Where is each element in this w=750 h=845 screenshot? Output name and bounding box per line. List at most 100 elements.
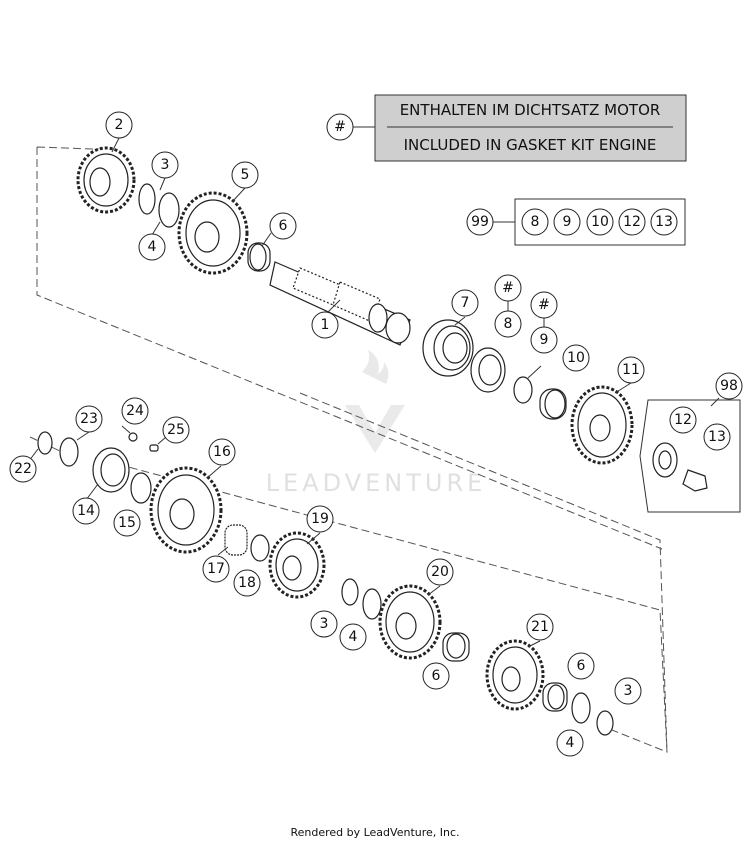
kit-99-item: 8 bbox=[531, 214, 540, 230]
legend-box bbox=[374, 94, 687, 162]
legend-line-english: INCLUDED IN GASKET KIT ENGINE bbox=[404, 136, 657, 154]
callout-2: 2 bbox=[105, 111, 133, 139]
kit-99-circle bbox=[466, 208, 494, 236]
callout-16: 16 bbox=[208, 438, 236, 466]
svg-text:9: 9 bbox=[540, 332, 549, 348]
callout-3: 3 bbox=[310, 610, 338, 638]
kit-98-box bbox=[639, 399, 741, 513]
callout-4: 4 bbox=[556, 729, 584, 757]
kit-98-group: 98 12 13 bbox=[639, 372, 743, 513]
callout-4: 4 bbox=[138, 233, 166, 261]
kit-98-item: 13 bbox=[708, 429, 726, 445]
callout-6: 6 bbox=[269, 212, 297, 240]
kit-98-item: 12 bbox=[674, 412, 692, 428]
callout-17: 17 bbox=[202, 555, 230, 583]
washer-4-bottom bbox=[571, 692, 591, 724]
callout-19: 19 bbox=[306, 505, 334, 533]
washer-4-top bbox=[158, 192, 180, 228]
callout-14: 14 bbox=[72, 497, 100, 525]
callout-6: 6 bbox=[422, 662, 450, 690]
svg-text:19: 19 bbox=[311, 511, 329, 527]
callout-3: 3 bbox=[614, 677, 642, 705]
svg-text:3: 3 bbox=[320, 616, 329, 632]
sprocket-11 bbox=[570, 385, 634, 465]
svg-text:2: 2 bbox=[115, 117, 124, 133]
callout-4: 4 bbox=[339, 623, 367, 651]
assembly-frame bbox=[36, 146, 668, 753]
washer-15 bbox=[130, 472, 152, 504]
callout-20: 20 bbox=[426, 558, 454, 586]
callout-15: 15 bbox=[113, 509, 141, 537]
svg-text:23: 23 bbox=[80, 411, 98, 427]
callouts: 1 2 3 4 5 6 7 # 8 # 9 10 11 22 23 24 25 … bbox=[9, 111, 645, 757]
legend-line-german: ENTHALTEN IM DICHTSATZ MOTOR bbox=[400, 101, 661, 119]
parts bbox=[37, 146, 708, 736]
pin-25 bbox=[149, 444, 159, 452]
gear-2 bbox=[76, 146, 136, 214]
svg-text:17: 17 bbox=[207, 561, 225, 577]
needle-bearing-17 bbox=[224, 524, 248, 556]
svg-text:#: # bbox=[538, 297, 550, 313]
svg-text:11: 11 bbox=[622, 362, 640, 378]
kit-99-item: 9 bbox=[563, 214, 572, 230]
gasket-kit-legend: # ENTHALTEN IM DICHTSATZ MOTOR INCLUDED … bbox=[326, 94, 687, 162]
kit-99-group: 99 8 9 10 12 13 bbox=[466, 198, 686, 246]
bushing-6-top bbox=[247, 242, 271, 272]
svg-text:8: 8 bbox=[504, 316, 513, 332]
circlip-3-bottom bbox=[596, 710, 614, 736]
callout-7: 7 bbox=[451, 289, 479, 317]
callout-5: 5 bbox=[231, 161, 259, 189]
svg-text:6: 6 bbox=[577, 658, 586, 674]
svg-text:6: 6 bbox=[432, 668, 441, 684]
kit-99-item: 10 bbox=[591, 214, 609, 230]
ball-24 bbox=[128, 432, 138, 442]
callout-18: 18 bbox=[233, 569, 261, 597]
callout-3: 3 bbox=[151, 151, 179, 179]
svg-text:16: 16 bbox=[213, 444, 231, 460]
gear-21 bbox=[485, 639, 545, 711]
washer-23 bbox=[59, 437, 79, 467]
watermark-text: LEADVENTURE bbox=[266, 469, 487, 497]
svg-text:10: 10 bbox=[567, 350, 585, 366]
gear-20 bbox=[378, 584, 442, 660]
kit-98-circle bbox=[715, 372, 743, 400]
svg-text:3: 3 bbox=[161, 157, 170, 173]
svg-text:24: 24 bbox=[126, 403, 144, 419]
callout-25: 25 bbox=[162, 416, 190, 444]
svg-text:21: 21 bbox=[531, 619, 549, 635]
svg-text:18: 18 bbox=[238, 575, 256, 591]
svg-text:7: 7 bbox=[461, 295, 470, 311]
bearing-14 bbox=[92, 447, 130, 493]
callout-24: 24 bbox=[121, 397, 149, 425]
circlip-3-mid bbox=[341, 578, 359, 606]
callout-21: 21 bbox=[526, 613, 554, 641]
callout-1: 1 bbox=[311, 311, 339, 339]
svg-text:3: 3 bbox=[624, 683, 633, 699]
leader-lines bbox=[28, 137, 720, 648]
callout-10: 10 bbox=[562, 344, 590, 372]
callout-22: 22 bbox=[9, 455, 37, 483]
circlip-3-top bbox=[138, 183, 156, 215]
spacer-10 bbox=[539, 388, 567, 420]
legend-hash-circle bbox=[326, 113, 354, 141]
svg-text:1: 1 bbox=[321, 317, 330, 333]
legend-hash-symbol: # bbox=[334, 119, 346, 135]
svg-text:4: 4 bbox=[566, 735, 575, 751]
callout-8: 8 bbox=[494, 310, 522, 338]
svg-text:5: 5 bbox=[241, 167, 250, 183]
svg-text:22: 22 bbox=[14, 461, 32, 477]
callout-11: 11 bbox=[617, 356, 645, 384]
callout-9-hash: # bbox=[530, 291, 558, 319]
kit-99-item: 12 bbox=[623, 214, 641, 230]
kit-98-parts bbox=[652, 442, 708, 492]
bushing-6-bottom bbox=[542, 682, 568, 712]
main-shaft-1 bbox=[269, 261, 411, 346]
circlip-22 bbox=[37, 431, 53, 455]
callout-9: 9 bbox=[530, 326, 558, 354]
callout-8-hash: # bbox=[494, 274, 522, 302]
bushing-6-mid bbox=[442, 632, 470, 662]
gear-16 bbox=[149, 466, 223, 554]
svg-text:20: 20 bbox=[431, 564, 449, 580]
svg-text:4: 4 bbox=[148, 239, 157, 255]
